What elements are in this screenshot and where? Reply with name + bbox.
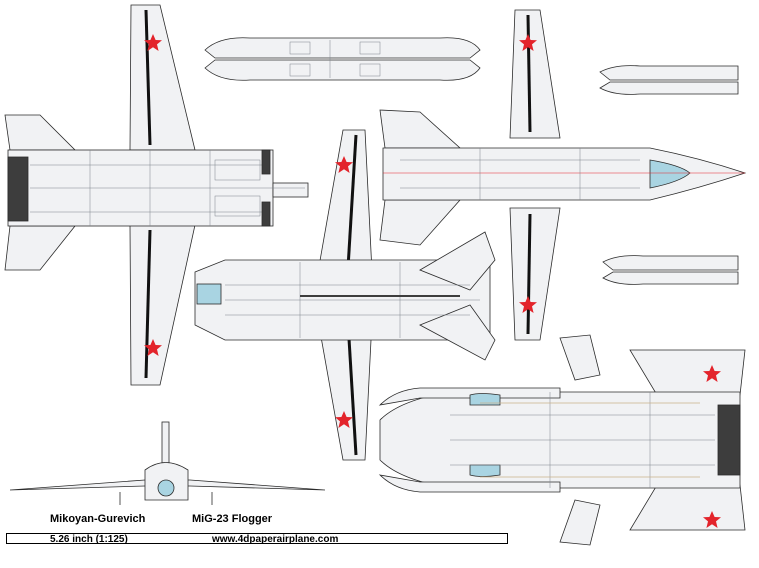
scale-bar	[6, 533, 508, 544]
fuselage-side-part	[379, 9, 747, 341]
small-intake-parts	[599, 65, 739, 285]
manufacturer-label: Mikoyan-Gurevich	[50, 513, 146, 525]
left-lower-wing	[129, 224, 196, 386]
fuselage-bottom-part	[194, 129, 496, 461]
scale-label: 5.26 inch (1:125)	[50, 534, 128, 545]
left-upper-wing	[129, 4, 196, 151]
fuselage-top-part	[4, 4, 309, 386]
front-view-drawing	[9, 421, 326, 505]
fuselage-lower-part	[378, 334, 746, 546]
website-label: www.4dpaperairplane.com	[212, 534, 339, 545]
model-label: MiG-23 Flogger	[192, 513, 273, 525]
intake-part-top	[204, 37, 481, 81]
